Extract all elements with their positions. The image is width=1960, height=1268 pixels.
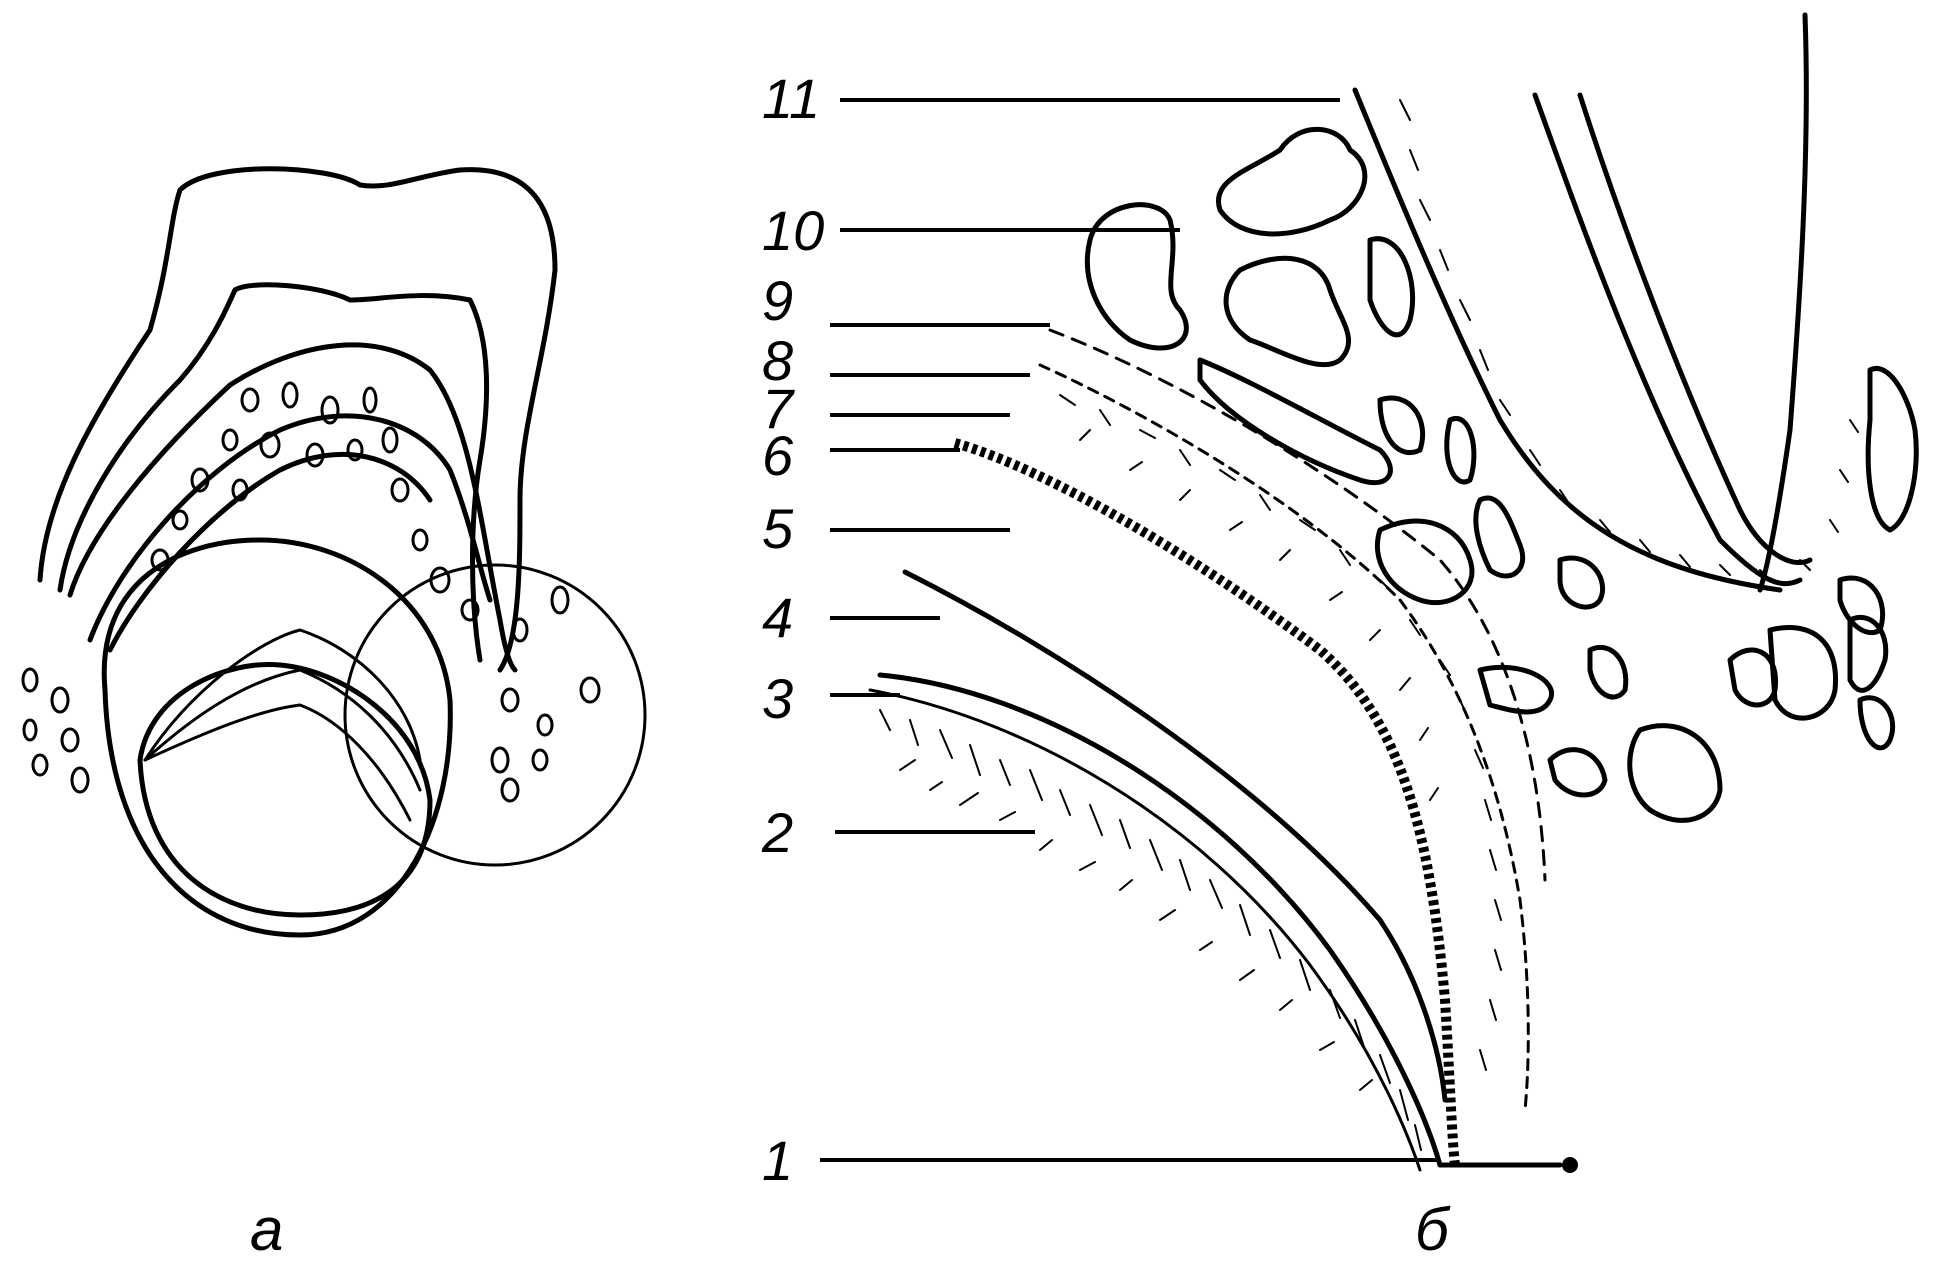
panel-label-b: б bbox=[1415, 1196, 1451, 1263]
trabecula-19 bbox=[1847, 614, 1889, 693]
trabecula-6 bbox=[1377, 395, 1426, 455]
trabecula-16 bbox=[1767, 625, 1839, 721]
alveolar-bone-inner bbox=[107, 451, 433, 653]
tooth-inner-outline bbox=[57, 282, 490, 663]
label-9: 9 bbox=[762, 269, 793, 332]
trabecula-15 bbox=[1727, 647, 1779, 708]
tube-wall-3 bbox=[1757, 12, 1809, 593]
label-8: 8 bbox=[762, 329, 793, 392]
tooth-crown-outline bbox=[37, 166, 558, 673]
trabecular-bone bbox=[21, 381, 601, 803]
cyst-cavity-lining-outer bbox=[877, 672, 1443, 1168]
layer-4-line bbox=[902, 569, 1448, 1103]
trabecula-11 bbox=[1477, 664, 1555, 715]
developing-tooth-crypt-inner bbox=[137, 661, 433, 918]
trabecula-5 bbox=[1197, 357, 1393, 486]
panel-label-a: а bbox=[250, 1196, 283, 1263]
layer-8-line bbox=[1038, 363, 1530, 1112]
layer-9-line bbox=[1048, 328, 1547, 882]
cyst-epithelium-inner bbox=[868, 688, 1422, 1172]
label-2: 2 bbox=[761, 801, 793, 864]
layer-6-membrane bbox=[953, 438, 1460, 1166]
tooth-pulp-outline bbox=[67, 342, 518, 673]
label-7: 7 bbox=[762, 377, 795, 440]
trabecula-20 bbox=[1857, 695, 1896, 751]
trabecula-13 bbox=[1547, 747, 1608, 798]
tube-wall-2 bbox=[1577, 92, 1813, 566]
trabecula-2 bbox=[1084, 202, 1189, 351]
bone-texture bbox=[1399, 99, 1859, 581]
label-1: 1 bbox=[762, 1129, 793, 1192]
trabecula-7 bbox=[1444, 415, 1477, 485]
label-10: 10 bbox=[762, 199, 824, 262]
trabecula-3 bbox=[1223, 255, 1352, 368]
trabecula-1 bbox=[1215, 126, 1368, 237]
leader-lines bbox=[820, 98, 1440, 1162]
tooth-germ-arc-2 bbox=[143, 668, 422, 792]
trabecula-10 bbox=[1557, 555, 1606, 610]
label-11: 11 bbox=[762, 67, 820, 130]
panel-b-drawing bbox=[868, 12, 1919, 1173]
tooth-germ-arc-3 bbox=[143, 703, 412, 822]
connective-tissue-texture bbox=[1059, 394, 1502, 1071]
panel-a-drawing bbox=[21, 166, 647, 938]
trabecula-12 bbox=[1587, 644, 1629, 700]
alveolar-bone-outline bbox=[87, 413, 493, 643]
layer-1-point bbox=[1562, 1157, 1578, 1173]
label-6: 6 bbox=[762, 424, 794, 487]
layer-11-wall bbox=[1352, 87, 1783, 593]
trabecula-4 bbox=[1367, 236, 1416, 338]
trabecula-8 bbox=[1374, 518, 1475, 606]
trabecula-9 bbox=[1473, 495, 1526, 579]
trabecula-14 bbox=[1627, 723, 1723, 823]
magnification-circle bbox=[343, 563, 647, 867]
number-labels: 11 10 9 8 7 6 5 4 3 2 1 bbox=[761, 67, 824, 1192]
tooth-germ-arc-1 bbox=[143, 628, 422, 762]
label-4: 4 bbox=[762, 586, 793, 649]
layer-2-hatching bbox=[879, 709, 1422, 1151]
label-3: 3 bbox=[762, 667, 793, 730]
developing-tooth-crypt bbox=[101, 537, 453, 938]
label-5: 5 bbox=[762, 497, 794, 560]
trabecula-18 bbox=[1865, 365, 1919, 533]
